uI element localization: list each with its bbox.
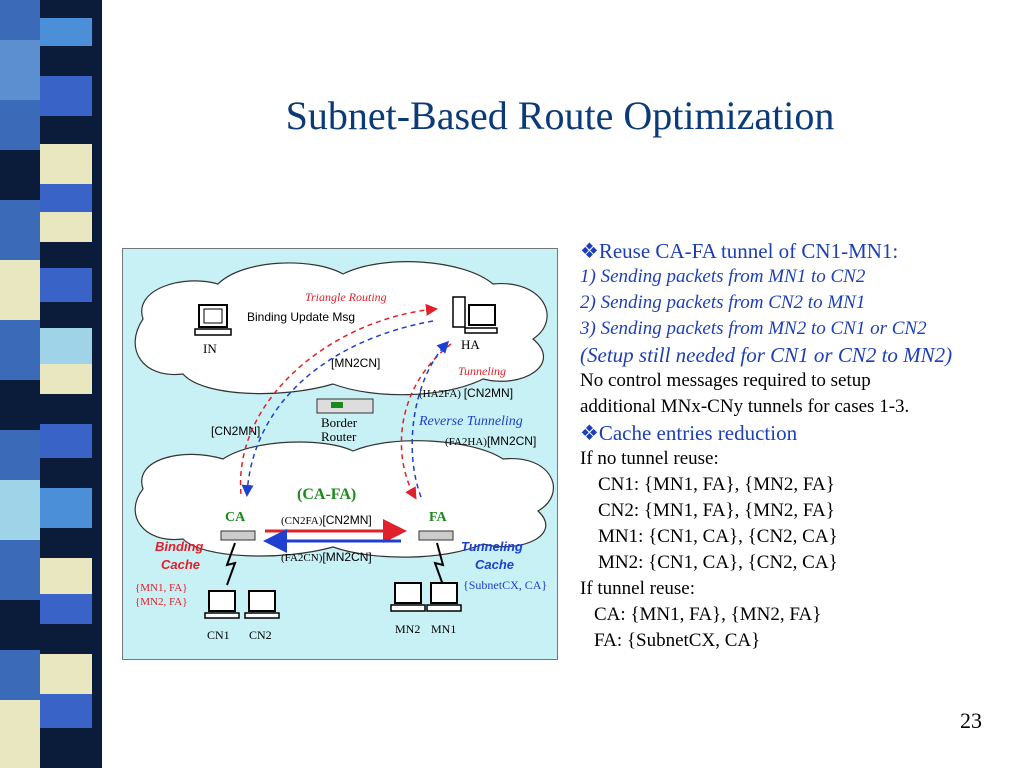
- mn1-label: MN1: [431, 622, 456, 636]
- no-reuse-entry-3: MN1: {CN1, CA}, {CN2, CA}: [598, 526, 838, 547]
- cn2mn-left-label: [CN2MN]: [211, 424, 260, 438]
- cn1-label: CN1: [207, 628, 230, 642]
- mn2-laptop-icon: [390, 582, 426, 612]
- reverse-blue-arrow: [411, 340, 450, 498]
- binding-cache-entry-1: {MN1, FA}: [135, 582, 188, 594]
- triangle-red-arrow: [239, 303, 438, 495]
- fa2ha-label: (FA2HA)[MN2CN]: [445, 434, 536, 448]
- tunneling-cache-label-1: Tunneling: [461, 539, 523, 554]
- fa-router-icon: [418, 530, 454, 541]
- cn2-label: CN2: [249, 628, 272, 642]
- case-1: 1) Sending packets from MN1 to CN2: [580, 266, 866, 287]
- no-reuse-heading: If no tunnel reuse:: [580, 448, 719, 469]
- tunneling-cache-label-2: Cache: [475, 557, 514, 572]
- mn2cn-top-label: [MN2CN]: [331, 356, 380, 370]
- reuse-entry-1: CA: {MN1, FA}, {MN2, FA}: [594, 604, 822, 625]
- stripe-blocks: [0, 0, 118, 768]
- ca-fa-label: (CA-FA): [297, 486, 356, 503]
- no-reuse-entry-2: CN2: {MN1, FA}, {MN2, FA}: [598, 500, 835, 521]
- tunnel-red-arrow: [400, 343, 452, 500]
- in-computer-icon: [194, 304, 232, 336]
- ha2fa-label: (HA2FA) [CN2MN]: [419, 386, 513, 400]
- slide-title: Subnet-Based Route Optimization: [285, 93, 835, 138]
- ha-label: HA: [461, 337, 480, 352]
- border-router-label-1: Border: [321, 415, 358, 430]
- reuse-heading: If tunnel reuse:: [580, 578, 696, 599]
- binding-cache-label-1: Binding: [155, 539, 203, 554]
- tunneling-label: Tunneling: [458, 364, 506, 378]
- network-diagram: IN HA Triangle Routing Binding Update Ms…: [122, 248, 558, 660]
- triangle-routing-label: Triangle Routing: [305, 290, 387, 304]
- no-control-line-2: additional MNx-CNy tunnels for cases 1-3…: [580, 396, 910, 417]
- case-3: 3) Sending packets from MN2 to CN1 or CN…: [580, 318, 927, 339]
- bullet-reuse-tunnel: ❖Reuse CA-FA tunnel of CN1-MN1:: [580, 239, 899, 263]
- border-router-label-2: Router: [321, 429, 357, 444]
- no-control-line-1: No control messages required to setup: [580, 370, 871, 391]
- mn1-laptop-icon: [426, 582, 462, 612]
- fa-label: FA: [429, 510, 448, 525]
- text-panel: ❖Reuse CA-FA tunnel of CN1-MN1: 1) Sendi…: [580, 238, 1020, 654]
- ca-label: CA: [225, 510, 246, 525]
- case-2: 2) Sending packets from CN2 to MN1: [580, 292, 866, 313]
- page-number: 23: [960, 708, 982, 733]
- subnet-cloud: [134, 440, 554, 558]
- no-reuse-entry-1: CN1: {MN1, FA}, {MN2, FA}: [598, 474, 835, 495]
- binding-cache-label-2: Cache: [161, 557, 200, 572]
- decorative-stripe: [0, 0, 118, 768]
- setup-note: (Setup still needed for CN1 or CN2 to MN…: [580, 343, 953, 367]
- mn2-label: MN2: [395, 622, 420, 636]
- reverse-tunneling-label: Reverse Tunneling: [418, 414, 523, 429]
- fa2cn-label: (FA2CN)[MN2CN]: [281, 550, 372, 564]
- internet-cloud: [134, 261, 548, 396]
- cn2-computer-icon: [244, 590, 280, 619]
- binding-update-label: Binding Update Msg: [247, 310, 355, 324]
- binding-cache-entry-2: {MN2, FA}: [135, 596, 188, 608]
- triangle-blue-arrow: [241, 320, 434, 497]
- cn2fa-label: (CN2FA)[CN2MN]: [281, 513, 372, 527]
- bullet-cache-reduction: ❖Cache entries reduction: [580, 421, 798, 445]
- border-router-icon: [316, 398, 374, 414]
- ha-computer-icon: [452, 296, 498, 334]
- reuse-entry-2: FA: {SubnetCX, CA}: [594, 630, 761, 651]
- in-label: IN: [203, 341, 217, 356]
- fa-wireless-link: [433, 542, 445, 586]
- ca-wireless-link: [225, 542, 237, 586]
- cn1-computer-icon: [204, 590, 240, 619]
- ca-router-icon: [220, 530, 256, 541]
- tunneling-cache-entry: {SubnetCX, CA}: [463, 578, 547, 592]
- no-reuse-entry-4: MN2: {CN1, CA}, {CN2, CA}: [598, 552, 838, 573]
